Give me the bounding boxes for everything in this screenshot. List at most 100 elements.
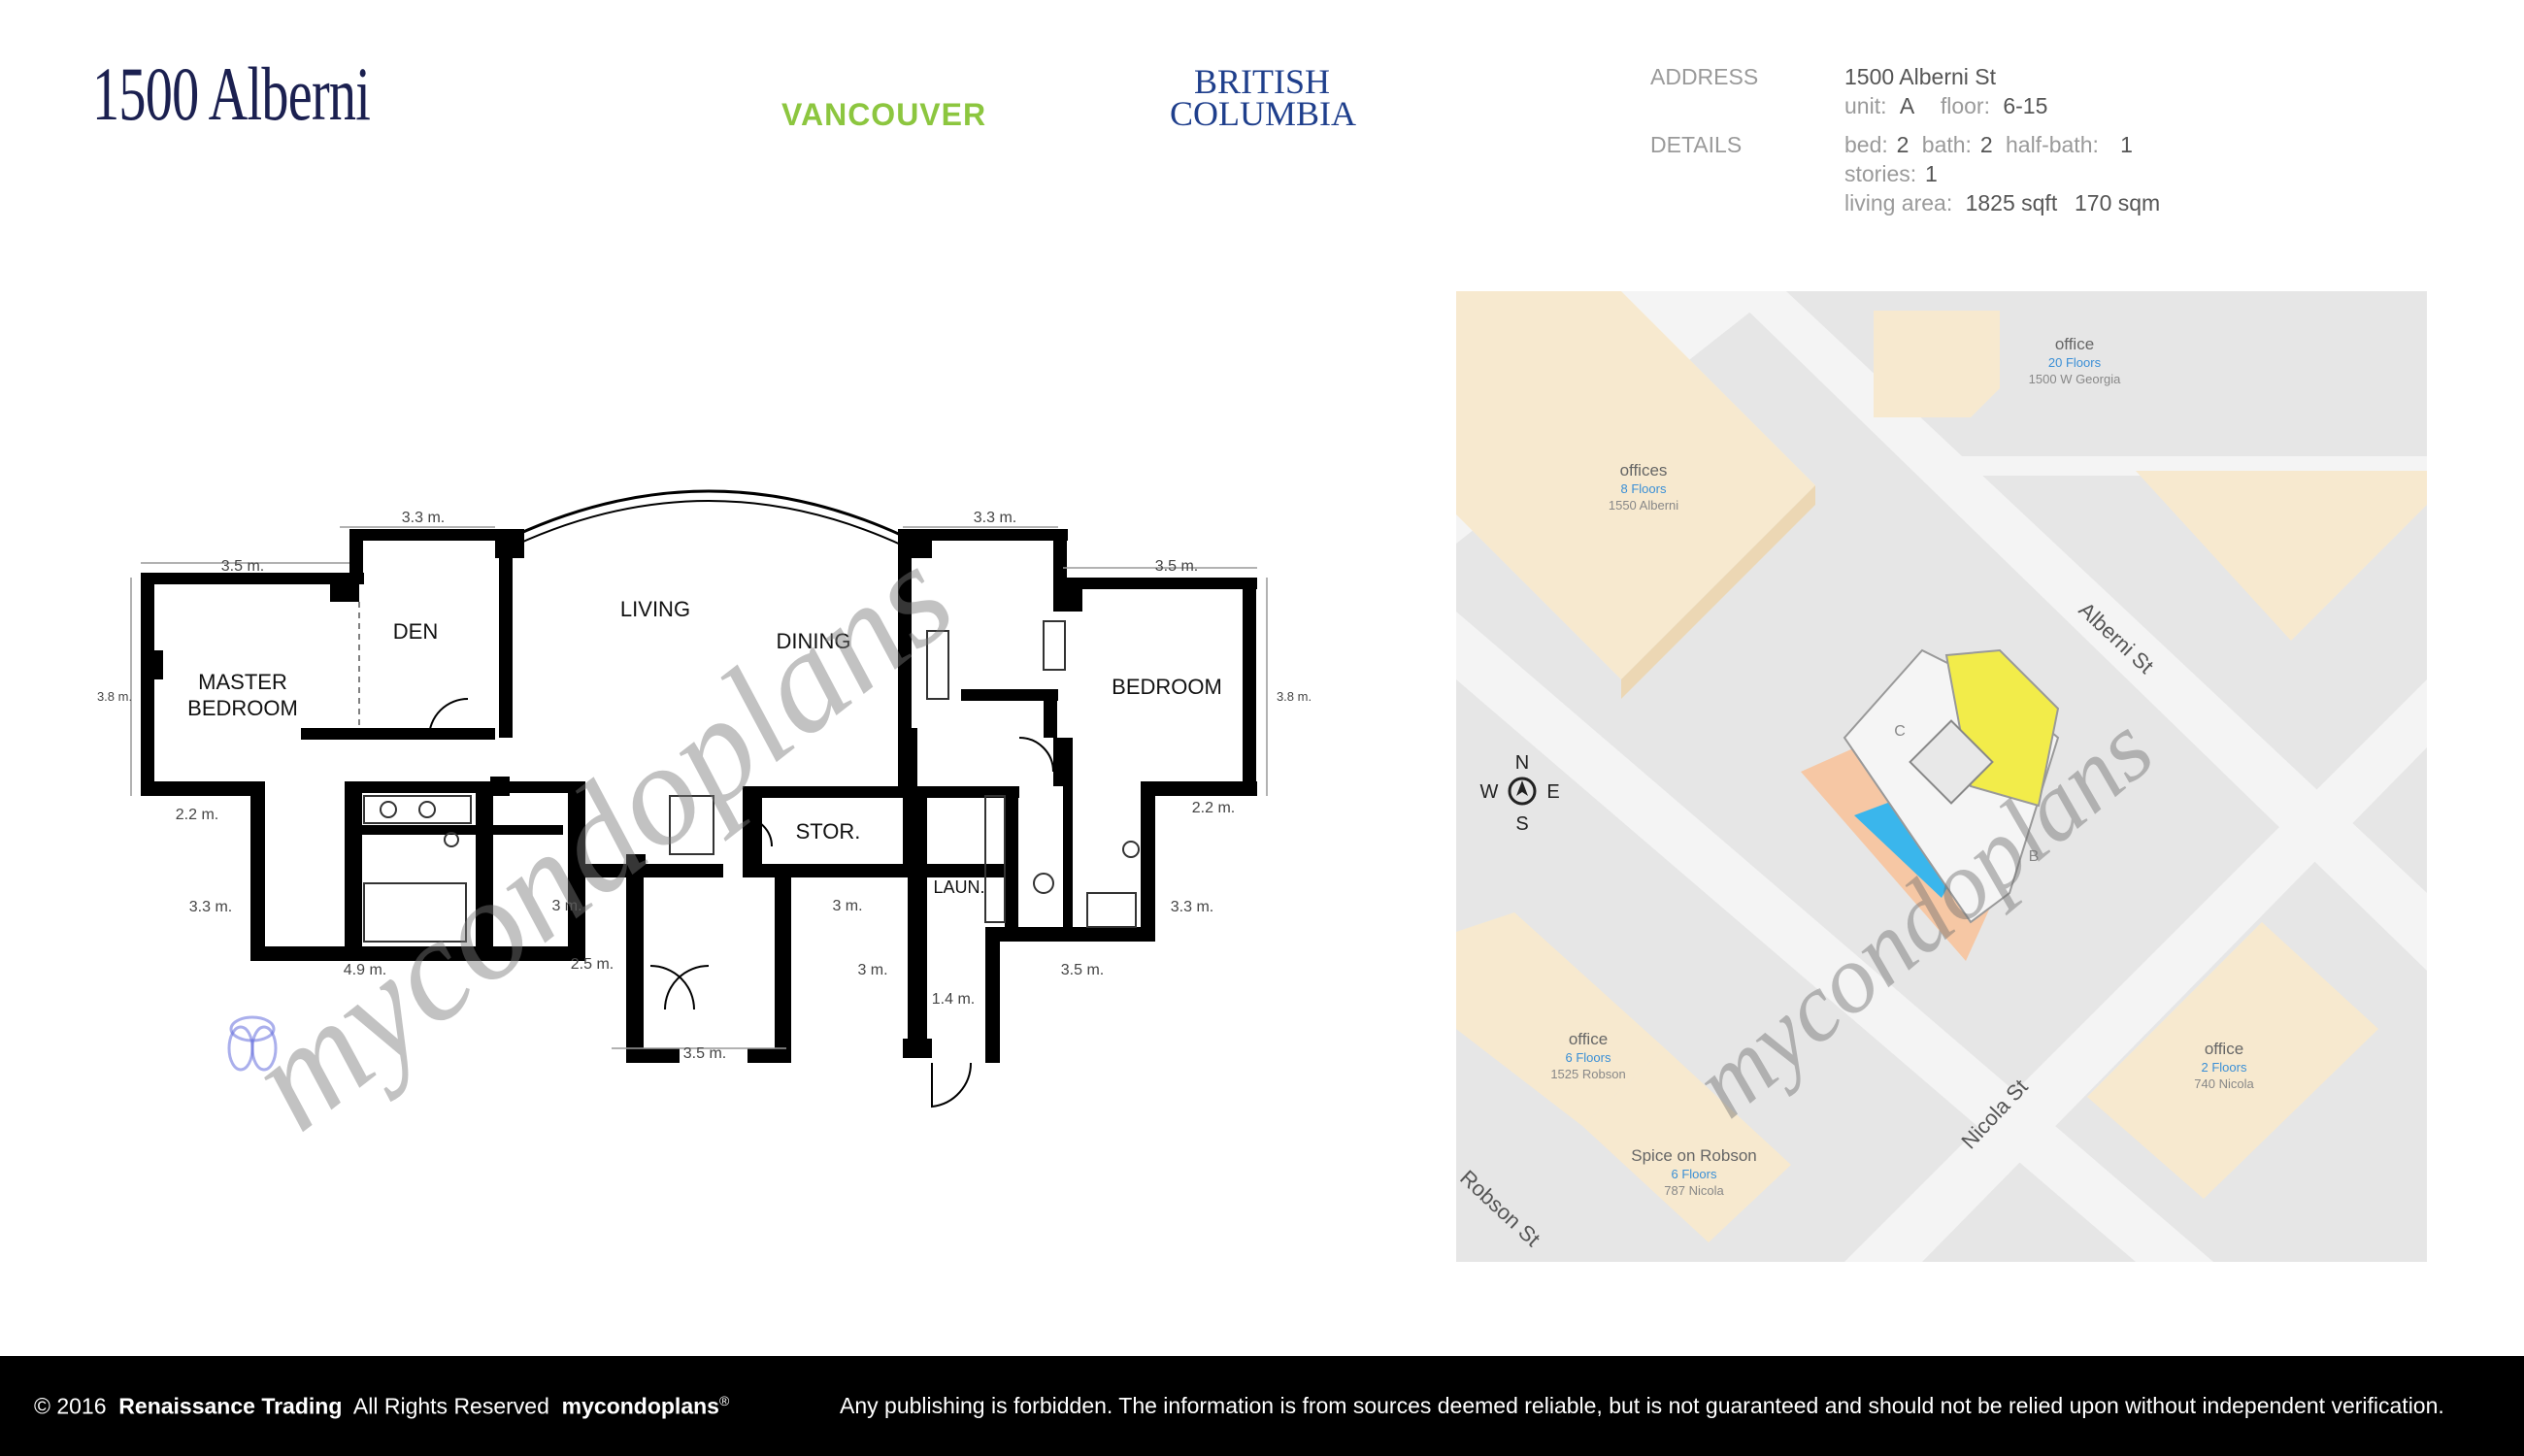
address-value: 1500 Alberni St [1844, 64, 1997, 89]
unit-label: unit: [1844, 93, 1887, 118]
building-type: office [1569, 1030, 1608, 1048]
wall [1005, 786, 1018, 942]
curved-window [514, 489, 904, 538]
wall [250, 781, 265, 961]
curved-window-inner [514, 500, 904, 546]
wall [903, 1039, 932, 1058]
tower-core [1909, 719, 1994, 805]
wall [626, 966, 644, 1063]
dim-right-height: 3.8 m. [1277, 689, 1312, 704]
building-address: 787 Nicola [1664, 1183, 1724, 1198]
wall [985, 927, 1000, 1063]
dim-right-35b: 3.5 m. [1061, 962, 1104, 978]
toilet [444, 832, 459, 847]
room-label-laundry: LAUN. [933, 877, 984, 897]
wall [898, 529, 1068, 541]
wall [626, 864, 644, 980]
dim-den-width: 3.3 m. [402, 510, 445, 526]
dim-bedroom-width: 3.5 m. [1155, 558, 1198, 575]
wall [898, 728, 917, 796]
compass-icon: N E S W [1480, 752, 1560, 835]
building-floors: 20 Floors [2048, 355, 2102, 370]
building-floors: 2 Floors [2202, 1060, 2247, 1075]
footer-reg: ® [718, 1393, 730, 1408]
wall [301, 728, 495, 740]
building-floors: 6 Floors [1566, 1050, 1611, 1065]
building-type: office [2205, 1040, 2243, 1058]
dimension-lines [130, 526, 1268, 1049]
building-type: office [2055, 335, 2094, 353]
dim-bath-width: 4.9 m. [344, 962, 386, 978]
dim-foyer-height: 2.5 m. [571, 956, 614, 973]
building-spice [1582, 1048, 1791, 1242]
bed-label: bed: [1844, 132, 1888, 157]
room-label-living: LIVING [620, 597, 690, 621]
bed-value: 2 [1896, 132, 1910, 157]
wall [349, 529, 505, 541]
door-arc [742, 816, 773, 847]
building-address: 1550 Alberni [1609, 498, 1678, 513]
plan-fixtures [363, 620, 1140, 943]
sink [380, 801, 397, 818]
bath-label: bath: [1921, 132, 1972, 157]
toilet-area [669, 795, 714, 855]
living-area-sqm: 170 sqm [2075, 190, 2161, 215]
wall [898, 534, 912, 738]
room-label-master: MASTER [198, 670, 287, 694]
wall [146, 650, 163, 679]
dim-laundry-14: 1.4 m. [932, 991, 975, 1008]
room-label-dining: DINING [777, 629, 851, 653]
wall [1044, 689, 1057, 738]
wall [490, 777, 510, 796]
footer-brand: mycondoplans [561, 1393, 719, 1419]
dim-left-height: 3.8 m. [97, 689, 132, 704]
kitchen-sink [1043, 620, 1066, 671]
wall [626, 1048, 680, 1063]
building-side [1621, 485, 1815, 699]
wall [141, 781, 257, 796]
wall [141, 573, 364, 584]
living-area-sqft: 1825 sqft [1965, 190, 2058, 215]
wall [908, 786, 927, 1048]
wall [1243, 578, 1256, 796]
half-bath-value: 1 [2120, 132, 2133, 157]
compass-east: E [1546, 781, 1559, 803]
province-line-2: COLUMBIA [1170, 94, 1357, 133]
dim-master-width: 3.5 m. [221, 558, 264, 575]
toilet [1122, 841, 1140, 858]
building-floors: 6 Floors [1672, 1167, 1717, 1181]
page-title: 1500 Alberni [92, 51, 371, 136]
wall [626, 854, 646, 869]
dim-kitchen-width: 3.3 m. [974, 510, 1016, 526]
site-map: C B N E S W Alberni St Nicola St Robson … [1456, 291, 2427, 1262]
stove [926, 630, 949, 700]
bathtub [363, 882, 467, 943]
wall [250, 946, 581, 961]
address-label: ADDRESS [1650, 64, 1759, 89]
wall [476, 781, 493, 956]
vanity [363, 795, 472, 824]
compass-north: N [1515, 752, 1529, 774]
province-line-1: BRITISH [1193, 62, 1330, 101]
building-address: 740 Nicola [2194, 1076, 2254, 1091]
wall [349, 534, 363, 584]
footer-copyright: © 2016 [34, 1393, 107, 1419]
wall [141, 573, 154, 796]
building-offices [1456, 291, 1815, 679]
building-type: offices [1620, 461, 1668, 480]
building-office-740 [2087, 922, 2378, 1199]
wall [743, 786, 1019, 798]
wall [345, 781, 568, 793]
sink [418, 801, 436, 818]
compass-west: W [1480, 781, 1499, 803]
dim-foyer-width: 3.5 m. [683, 1045, 726, 1062]
watermark-logo-icon [227, 1015, 278, 1072]
shower [1086, 892, 1137, 928]
door-arc [931, 1062, 973, 1109]
wall [330, 578, 359, 602]
details-label: DETAILS [1650, 132, 1743, 157]
unit-info: ADDRESS 1500 Alberni St unit: A floor: 6… [1650, 64, 2475, 229]
stories-label: stories: [1844, 161, 1917, 186]
dim-right-33: 3.3 m. [1171, 899, 1213, 915]
dim-hall-3c: 3 m. [857, 962, 887, 978]
